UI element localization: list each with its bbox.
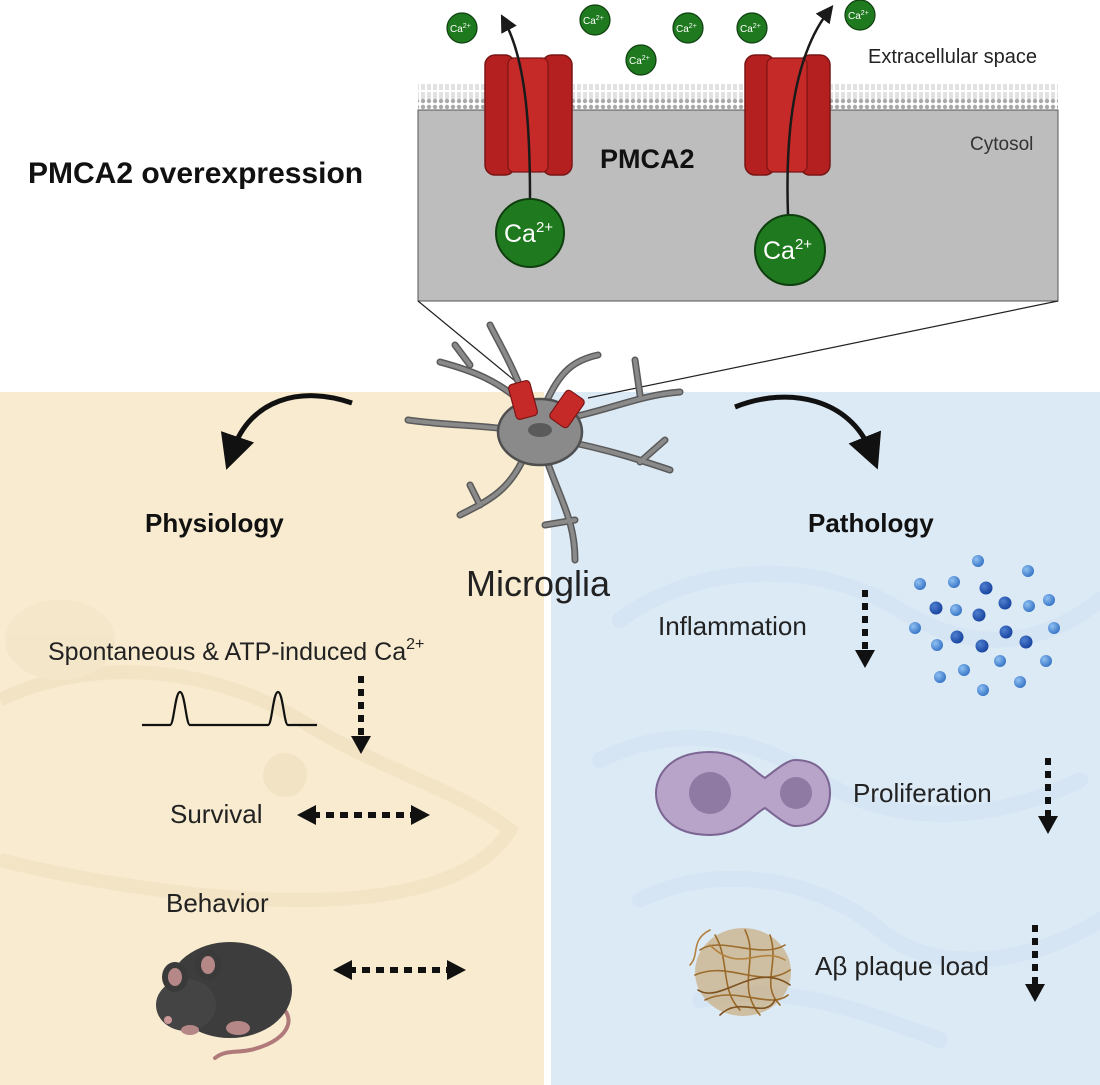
- svg-text:Ca2+: Ca2+: [740, 23, 761, 35]
- survival-arrowhead-left: [297, 805, 316, 825]
- calcium-ion-small: Ca2+: [844, 0, 876, 31]
- svg-text:Ca2+: Ca2+: [629, 55, 650, 67]
- survival-label: Survival: [170, 799, 262, 829]
- mouse-watermark-icon: [0, 600, 520, 908]
- svg-text:Ca2+: Ca2+: [450, 23, 471, 35]
- svg-text:Ca2+: Ca2+: [583, 15, 604, 27]
- zoom-line-left: [417, 300, 521, 386]
- behavior-arrowhead-left: [333, 960, 352, 980]
- cytokine-cluster-icon: [909, 555, 1060, 696]
- pump-label: PMCA2: [600, 144, 695, 174]
- svg-text:Ca2+: Ca2+: [763, 236, 812, 265]
- amyloid-plaque-icon: [689, 928, 791, 1016]
- inflammation-label: Inflammation: [658, 611, 807, 641]
- behavior-arrowhead-right: [447, 960, 466, 980]
- proliferation-arrowhead: [1038, 816, 1058, 834]
- svg-text:Ca2+: Ca2+: [504, 219, 553, 248]
- microglia-label: Microglia: [466, 563, 611, 604]
- behavior-label: Behavior: [166, 888, 269, 918]
- efflux-arrow: [500, 14, 532, 199]
- calcium-ion-small: Ca2+: [672, 12, 704, 44]
- calcium-ion-small: Ca2+: [625, 44, 657, 76]
- proliferation-label: Proliferation: [853, 778, 992, 808]
- svg-text:Ca2+: Ca2+: [848, 10, 869, 22]
- membrane-inset: Extracellular space Cytosol PMCA2 Ca2+ C…: [417, 0, 1059, 399]
- calcium-ion-small: Ca2+: [579, 4, 611, 36]
- calcium-ion-large: Ca2+: [754, 214, 826, 286]
- mouse-icon: [156, 942, 292, 1060]
- survival-arrowhead-right: [411, 805, 430, 825]
- pathology-heading: Pathology: [808, 508, 934, 538]
- calcium-ion-small: Ca2+: [446, 12, 478, 44]
- pmca2-pump-icon: [744, 54, 831, 176]
- physiology-heading: Physiology: [145, 508, 284, 538]
- physiology-branch-arrow: [220, 393, 353, 470]
- calcium-ion-large: Ca2+: [495, 198, 565, 268]
- calcium-decrease-arrowhead: [351, 736, 371, 754]
- pathology-branch-arrow: [734, 394, 882, 470]
- page-title: PMCA2 overexpression: [28, 157, 363, 190]
- efflux-arrow: [786, 5, 834, 216]
- pathology-panel: [551, 392, 1100, 1085]
- plaque-load-label: Aβ plaque load: [815, 951, 989, 981]
- cytosol-label: Cytosol: [970, 134, 1033, 155]
- plaque-arrowhead: [1025, 984, 1045, 1002]
- microglia-icon: [404, 321, 684, 564]
- inflammation-arrowhead: [855, 650, 875, 668]
- calcium-signal-label: Spontaneous & ATP-induced Ca2+: [48, 636, 424, 666]
- calcium-ion-small: Ca2+: [736, 12, 768, 44]
- zoom-line-right: [587, 300, 1059, 399]
- calcium-trace-icon: [142, 690, 317, 727]
- extracellular-label: Extracellular space: [868, 46, 1037, 68]
- dividing-cell-icon: [654, 750, 832, 837]
- svg-text:Ca2+: Ca2+: [676, 23, 697, 35]
